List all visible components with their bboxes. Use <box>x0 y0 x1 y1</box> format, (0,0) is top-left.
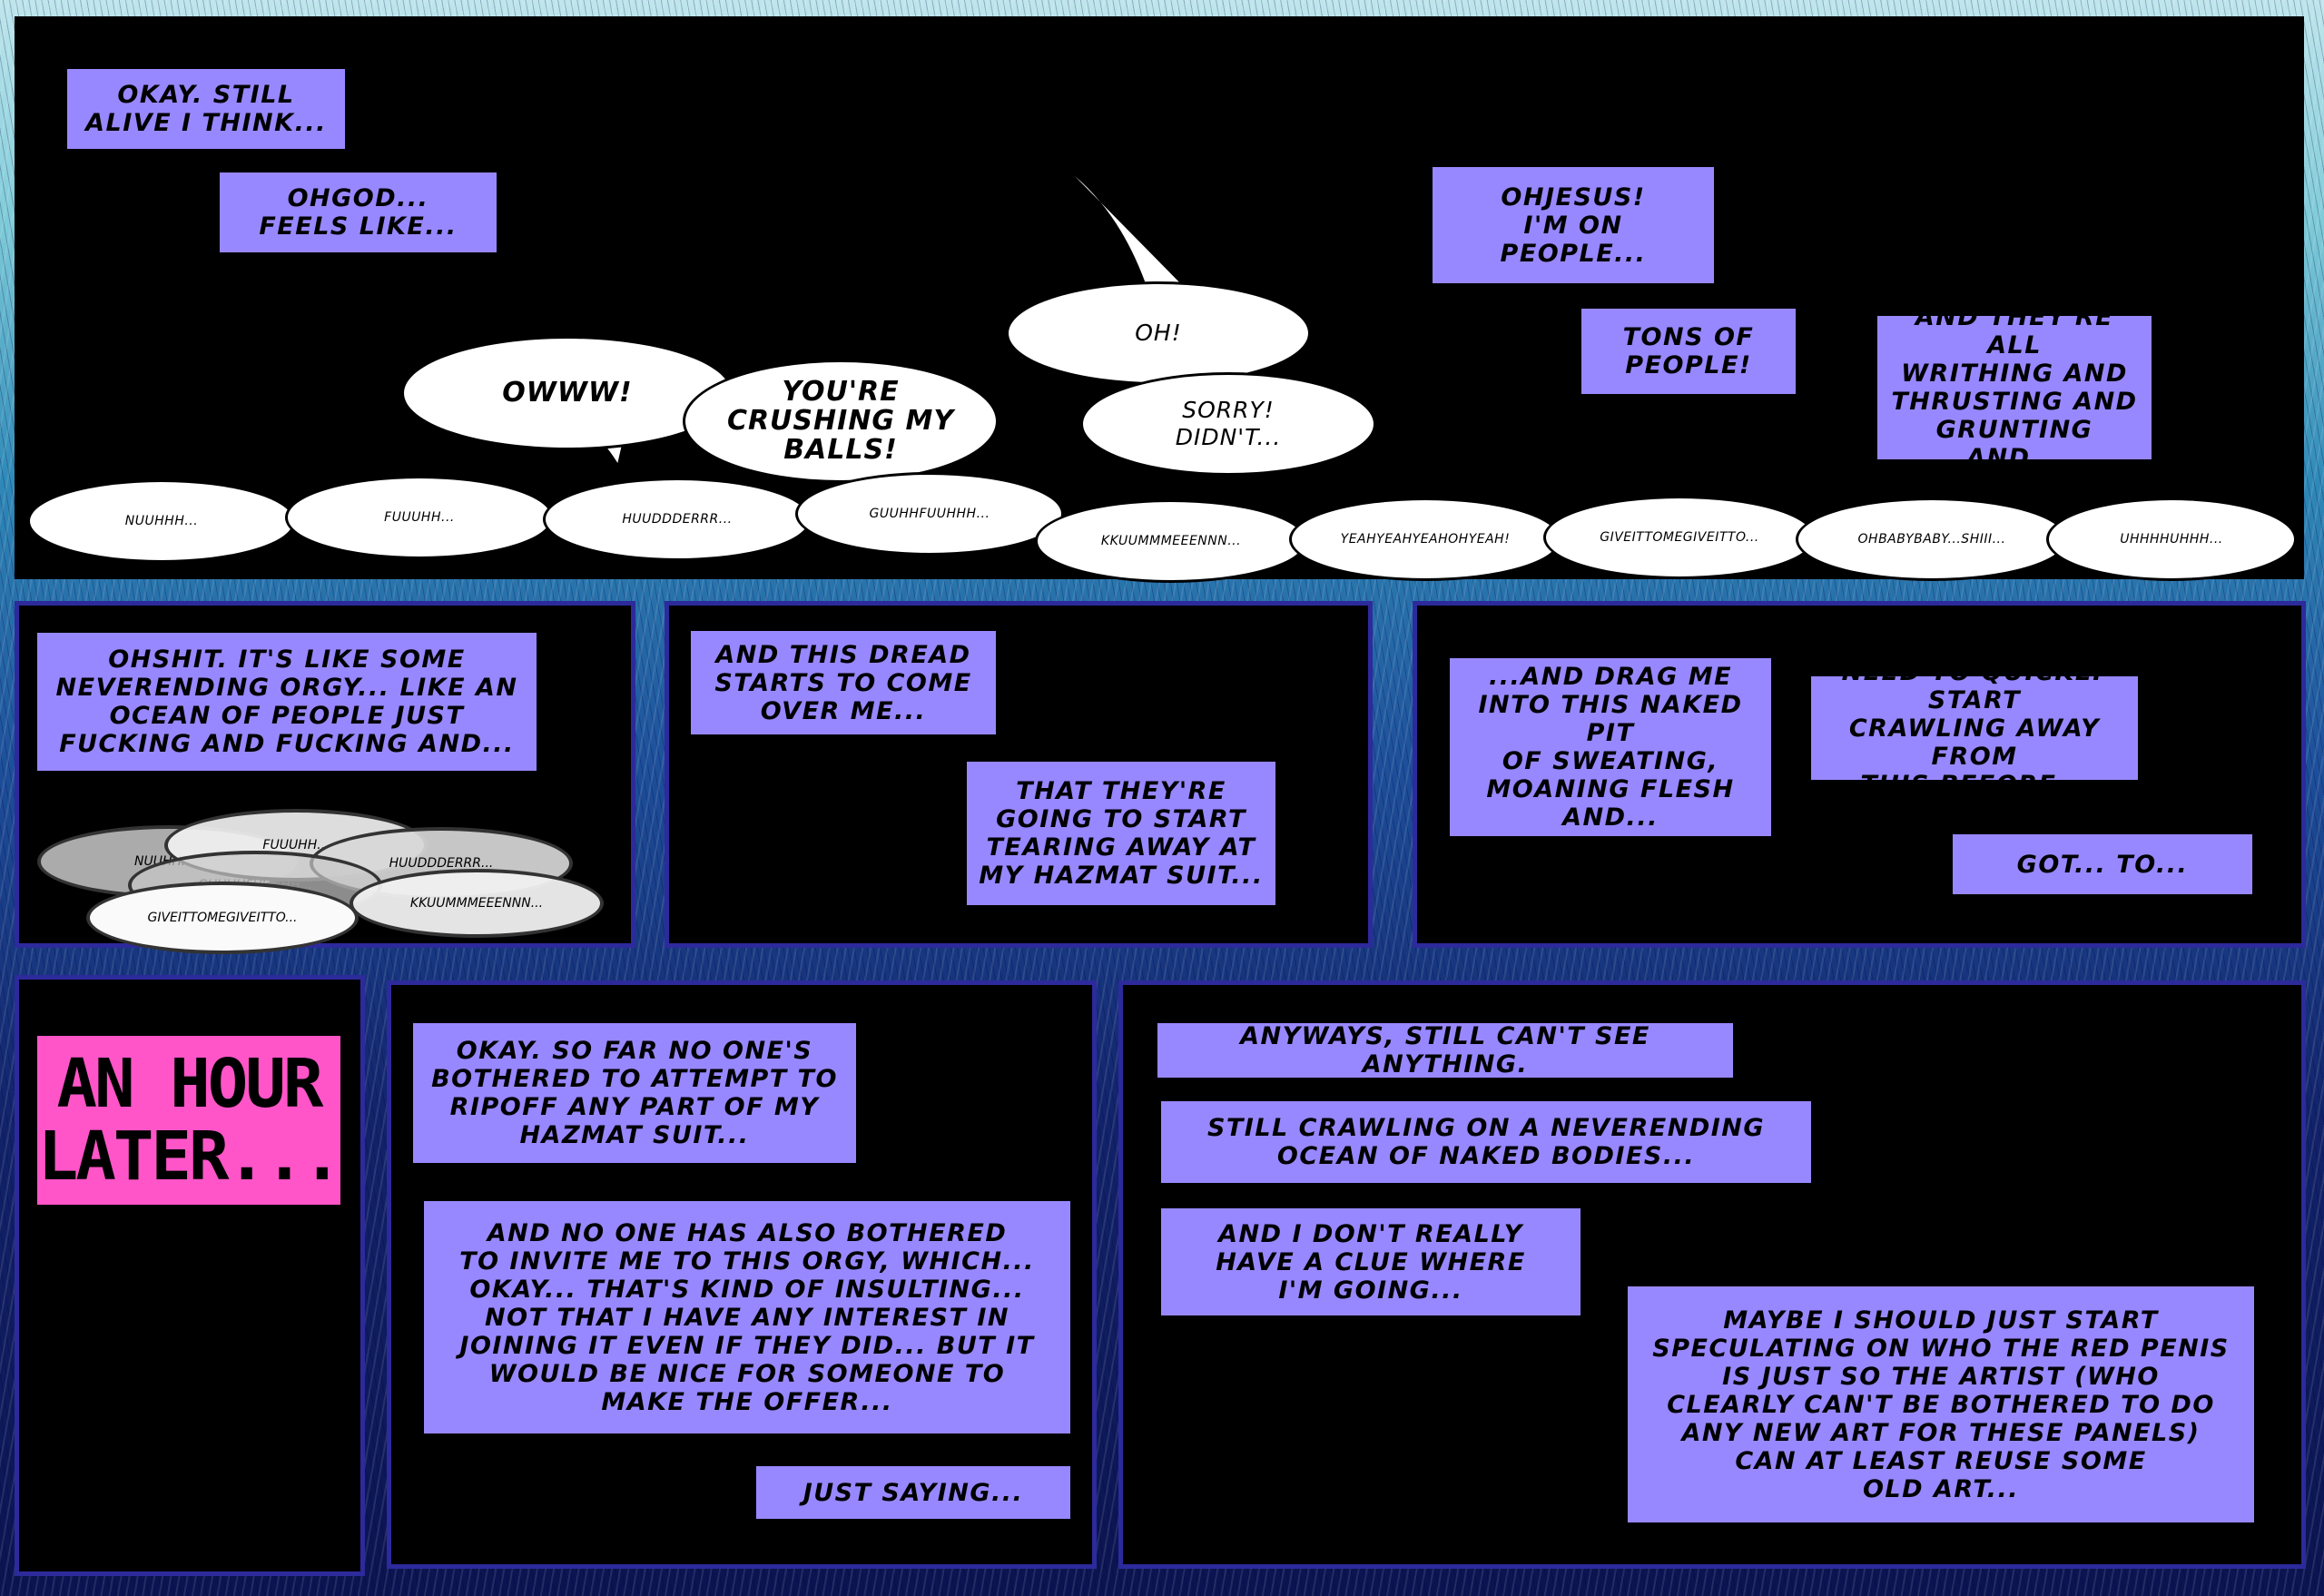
caption-invite-orgy: AND NO ONE HAS ALSO BOTHERED TO INVITE M… <box>424 1201 1070 1433</box>
ghost-bubble: KKUUMMMEEENNN... <box>350 869 604 938</box>
crowd-bubble: FUUUHH... <box>285 476 554 559</box>
crowd-bubble: HUUDDDERRR... <box>543 478 812 561</box>
caption-neverending-orgy: OHSHIT. IT'S LIKE SOME NEVERENDING ORGY.… <box>37 633 537 771</box>
speech-bubble-owww: OWWW! <box>401 336 734 450</box>
caption-red-penis: MAYBE I SHOULD JUST START SPECULATING ON… <box>1628 1286 2254 1522</box>
panel-row2-left: OHSHIT. IT'S LIKE SOME NEVERENDING ORGY.… <box>15 601 635 954</box>
crowd-bubble: KKUUMMMEEENNN... <box>1035 499 1307 583</box>
caption-tons-of-people: TONS OF PEOPLE! <box>1581 309 1796 394</box>
speech-bubble-sorry: SORRY! DIDN'T... <box>1080 372 1376 476</box>
caption-crawling-away: NEED TO QUICKLY START CRAWLING AWAY FROM… <box>1811 658 2138 799</box>
ghost-bubble: GIVEITTOMEGIVEITTO... <box>86 882 359 954</box>
panel-row2-middle: AND THIS DREAD STARTS TO COME OVER ME...… <box>665 601 1373 948</box>
caption-just-saying: JUST SAYING... <box>756 1466 1070 1519</box>
crowd-bubble: GUUHHFUUHHH... <box>795 472 1064 556</box>
crowd-bubble: GIVEITTOMEGIVEITTO... <box>1543 496 1816 579</box>
caption-so-far-no-one: OKAY. SO FAR NO ONE'S BOTHERED TO ATTEMP… <box>413 1023 856 1163</box>
crowd-bubble: YEAHYEAHYEAHOHYEAH! <box>1289 498 1561 581</box>
caption-naked-pit: ...AND DRAG ME INTO THIS NAKED PIT OF SW… <box>1450 658 1771 836</box>
speech-bubble-crushing: YOU'RE CRUSHING MY BALLS! <box>683 360 999 483</box>
caption-dread: AND THIS DREAD STARTS TO COME OVER ME... <box>691 631 996 734</box>
caption-ohjesus: OHJESUS! I'M ON PEOPLE... <box>1433 167 1714 283</box>
crowd-bubble: UHHHHUHHH... <box>2046 498 2297 581</box>
caption-still-alive: OKAY. STILL ALIVE I THINK... <box>67 69 345 149</box>
caption-no-clue: AND I DON'T REALLY HAVE A CLUE WHERE I'M… <box>1161 1208 1581 1315</box>
caption-writhing: AND THEY'RE ALL WRITHING AND THRUSTING A… <box>1877 303 2152 472</box>
caption-hazmat-suit: THAT THEY'RE GOING TO START TEARING AWAY… <box>967 762 1275 905</box>
panel-row2-right: ...AND DRAG ME INTO THIS NAKED PIT OF SW… <box>1413 601 2306 948</box>
crowd-bubble: NUUHHH... <box>27 479 296 563</box>
speech-bubble-oh: OH! <box>1006 281 1311 385</box>
caption-ohgod: OHGOD... FEELS LIKE... <box>220 172 497 252</box>
caption-cant-see: ANYWAYS, STILL CAN'T SEE ANYTHING. <box>1157 1022 1733 1079</box>
crowd-bubble: OHBABYBABY...SHIII... <box>1796 498 2068 581</box>
an-hour-later-title: AN HOUR LATER... <box>37 1036 342 1205</box>
panel-top: OKAY. STILL ALIVE I THINK... OHGOD... FE… <box>15 16 2304 583</box>
panel-row3-middle: OKAY. SO FAR NO ONE'S BOTHERED TO ATTEMP… <box>387 980 1097 1569</box>
panel-row3-title: AN HOUR LATER... <box>15 975 365 1576</box>
caption-ocean-bodies: STILL CRAWLING ON A NEVERENDING OCEAN OF… <box>1161 1101 1811 1183</box>
panel-row3-right: ANYWAYS, STILL CAN'T SEE ANYTHING. STILL… <box>1118 980 2306 1569</box>
caption-got-to: GOT... TO... <box>1953 834 2252 894</box>
